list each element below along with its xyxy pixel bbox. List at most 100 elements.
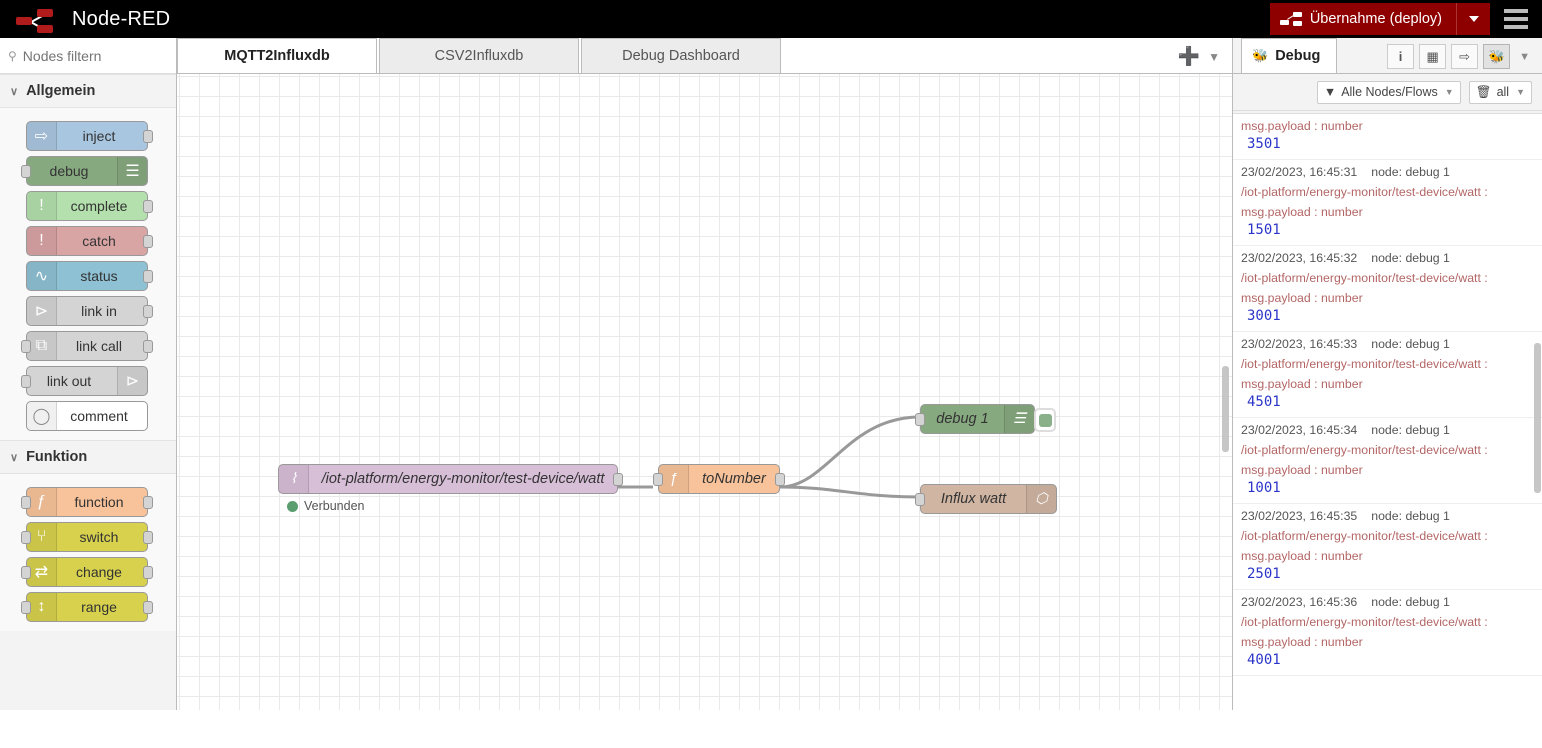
node-output-port[interactable] [613,473,623,486]
palette-node-link-out[interactable]: link out⊳ [21,366,148,396]
chevron-down-icon[interactable]: ▼ [1519,50,1530,63]
node-input-port[interactable] [21,340,31,353]
palette-node-switch[interactable]: ⑂switch [21,522,153,552]
palette-category-label: Funktion [26,449,88,465]
node-output-port[interactable] [143,566,153,579]
palette-node-range[interactable]: ↕range [21,592,153,622]
info-icon[interactable]: i [1387,44,1415,69]
palette-node-label: status [80,268,118,284]
app-header: Node-RED Übernahme (deploy) [0,0,1542,38]
palette-search-box[interactable]: ⚲ [0,38,176,74]
palette-node-link-in[interactable]: ⊳ link in [26,296,153,326]
node-output-port[interactable] [143,531,153,544]
debug-source-node: node: debug 1 [1371,423,1450,437]
deploy-options-button[interactable] [1456,3,1490,35]
flow-canvas[interactable]: ⌇/iot-platform/energy-monitor/test-devic… [177,74,1232,710]
flow-node-mqtt-in[interactable]: ⌇/iot-platform/energy-monitor/test-devic… [278,464,623,513]
palette-node-status[interactable]: ∿status [26,261,153,291]
link-in-icon: ⊳ [27,297,57,325]
node-input-port[interactable] [21,566,31,579]
debug-node-toggle[interactable] [1034,408,1056,432]
palette-category-funktion[interactable]: ∨Funktion [0,440,176,474]
node-output-port[interactable] [143,235,153,248]
git-branch-icon[interactable]: ⇨ [1451,44,1479,69]
node-output-port[interactable] [775,473,785,486]
library-icon[interactable]: ▦ [1419,44,1447,69]
node-input-port[interactable] [915,493,925,506]
node-output-port[interactable] [143,601,153,614]
flow-tab-csv2influxdb[interactable]: CSV2Influxdb [379,38,579,73]
debug-topic: /iot-platform/energy-monitor/test-device… [1241,443,1488,457]
palette-node-change[interactable]: ⇄change [21,557,153,587]
debug-source-node: node: debug 1 [1371,509,1450,523]
palette-node-link-call[interactable]: ⧉link call [21,331,153,361]
node-input-port[interactable] [653,473,663,486]
node-input-port[interactable] [21,165,31,178]
header-actions: Übernahme (deploy) [1269,0,1542,38]
palette-node-label: inject [82,128,116,144]
debug-property: msg.payload : number [1241,205,1363,219]
palette-node-label: link in [81,303,117,319]
bug-icon[interactable]: 🐝 [1483,44,1511,69]
palette-node-catch[interactable]: !catch [26,226,153,256]
node-input-port[interactable] [21,375,31,388]
chevron-down-icon: ▼ [1444,87,1454,97]
plus-icon[interactable]: ➕ [1177,46,1201,66]
tab-debug[interactable]: 🐝 Debug [1241,38,1338,73]
palette-category-allgemein[interactable]: ∨Allgemein [0,74,176,108]
flow-node-influx-watt[interactable]: Influx watt⬡ [915,484,1057,514]
palette-node-inject[interactable]: ⇨inject [26,121,153,151]
deploy-icon [1279,11,1302,27]
canvas-vertical-scrollbar[interactable] [1222,74,1230,710]
node-output-port[interactable] [143,496,153,509]
deploy-button[interactable]: Übernahme (deploy) [1269,3,1456,35]
flow-tab-label: MQTT2Influxdb [224,48,330,64]
node-output-port[interactable] [143,305,153,318]
debug-vertical-scrollbar[interactable] [1534,113,1542,748]
flow-tab-label: Debug Dashboard [622,48,740,64]
debug-clear-button[interactable]: 🗑 all ▼ [1468,80,1532,104]
node-input-port[interactable] [21,601,31,614]
palette-node-complete[interactable]: !complete [26,191,153,221]
node-output-port[interactable] [143,270,153,283]
debug-filter-button[interactable]: ▼ Alle Nodes/Flows ▼ [1316,80,1461,104]
link-out-icon: ⊳ [117,367,147,395]
node-status-label: Verbunden [304,499,365,513]
main-menu-button[interactable] [1490,0,1542,38]
search-input[interactable] [22,47,168,64]
flow-node-label: toNumber [702,471,766,487]
debug-scrollbar-thumb[interactable] [1534,343,1541,493]
sidebar-tab-bar: 🐝 Debug i ▦ ⇨ 🐝 ▼ [1233,38,1542,74]
mqtt-signal-icon: ⌇ [279,465,309,493]
deploy-label: Übernahme (deploy) [1309,11,1442,27]
debug-property: msg.payload : number [1241,119,1363,133]
node-input-port[interactable] [915,413,925,426]
node-output-port[interactable] [143,340,153,353]
flow-node-debug1[interactable]: debug 1☰ [915,404,1056,434]
node-input-port[interactable] [21,531,31,544]
palette-node-comment[interactable]: ◯comment [26,401,148,431]
canvas-scrollbar-thumb[interactable] [1222,366,1229,452]
node-input-port[interactable] [21,496,31,509]
chevron-down-icon[interactable]: ▼ [1208,49,1220,64]
node-output-port[interactable] [143,200,153,213]
palette-node-debug[interactable]: debug☰ [21,156,148,186]
influxdb-icon: ⬡ [1026,485,1056,513]
flow-tab-actions: ➕ ▼ [1178,46,1232,73]
flow-tab-mqtt2influxdb[interactable]: MQTT2Influxdb [177,38,377,73]
node-output-port[interactable] [143,130,153,143]
search-icon: ⚲ [8,48,17,63]
flow-tab-debug-dashboard[interactable]: Debug Dashboard [581,38,781,73]
